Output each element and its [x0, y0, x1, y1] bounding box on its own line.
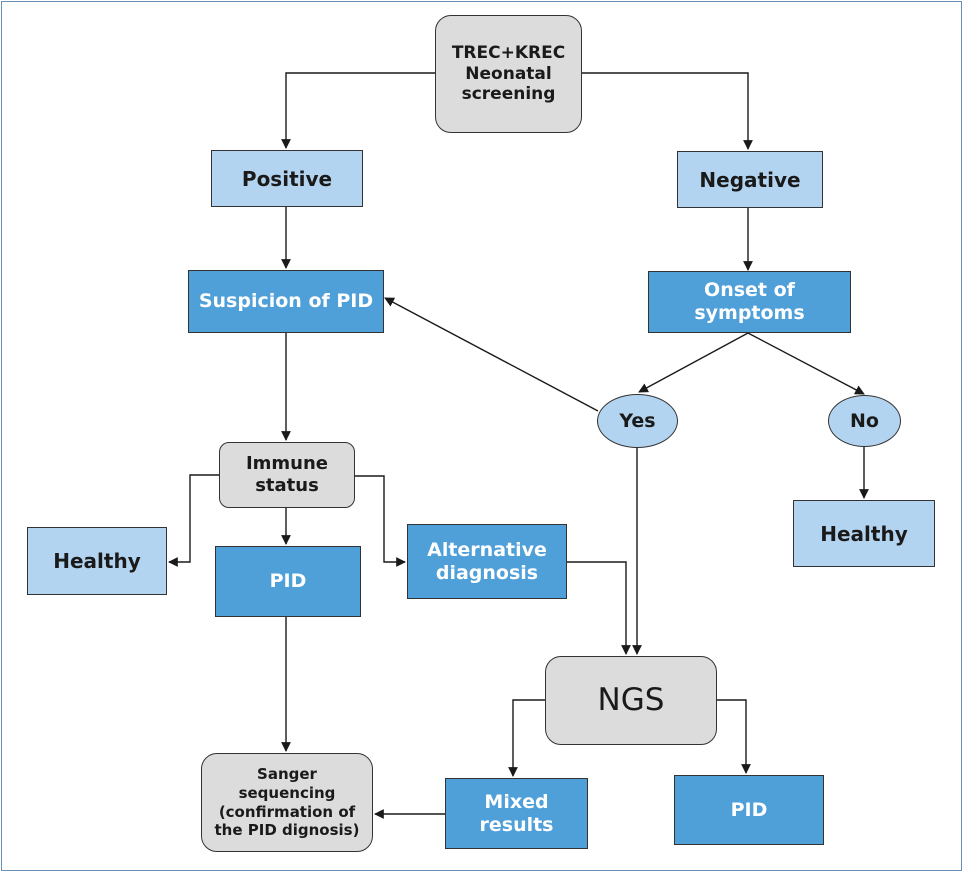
no-node: No — [828, 395, 901, 447]
healthy-right-node: Healthy — [793, 500, 935, 567]
arrow-alternative-to-ngs — [567, 561, 631, 655]
arrow-onset-to-no — [747, 332, 865, 395]
mixed-results-node: Mixed results — [445, 778, 588, 849]
pid-right-node: PID — [674, 775, 824, 845]
arrow-start-to-negative — [581, 72, 753, 150]
arrow-yes-to-suspicion — [384, 297, 599, 412]
suspicion-node: Suspicion of PID — [188, 270, 384, 333]
arrow-ngs-to-pid — [717, 699, 751, 774]
arrow-immune-to-healthy — [168, 474, 219, 567]
arrow-onset-to-yes — [638, 332, 749, 393]
onset-node: Onset of symptoms — [648, 271, 851, 333]
yes-node: Yes — [597, 394, 678, 448]
arrow-immune-to-alternative — [355, 475, 406, 567]
ngs-node: NGS — [545, 656, 717, 745]
immune-status-node: Immune status — [219, 442, 355, 508]
arrow-ngs-to-mixed — [508, 699, 545, 777]
start-node: TREC+KREC Neonatal screening — [435, 15, 582, 133]
alternative-node: Alternative diagnosis — [407, 524, 567, 599]
healthy-left-node: Healthy — [27, 527, 167, 595]
sanger-node: Sanger sequencing (confirmation of the P… — [201, 753, 373, 852]
arrow-start-to-positive — [281, 72, 436, 149]
pid-left-node: PID — [215, 546, 361, 617]
negative-node: Negative — [677, 151, 823, 208]
positive-node: Positive — [211, 150, 363, 207]
